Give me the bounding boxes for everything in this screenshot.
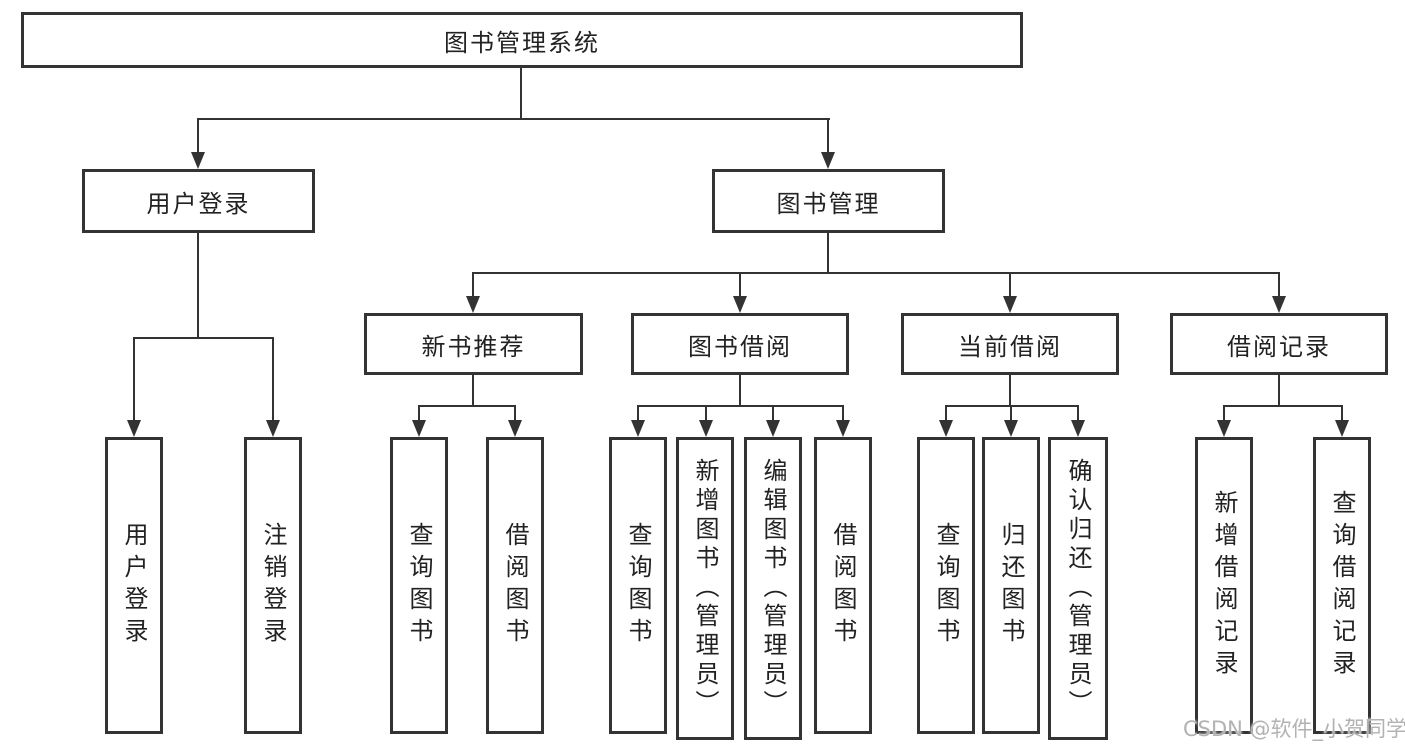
node-current-borrow: 当前借阅 [901, 313, 1119, 375]
arrow-down-icon [266, 420, 280, 437]
connector-line [739, 375, 741, 406]
arrow-down-icon [127, 420, 141, 437]
node-user-login: 用户登录 [82, 169, 315, 233]
connector-line [1010, 405, 1012, 422]
arrow-down-icon [1003, 296, 1017, 313]
connector-line [1278, 272, 1280, 298]
leaf-query-borrow-record-label: 查询借阅记录 [1328, 489, 1356, 682]
leaf-edit-books-admin: 编辑图书（管理员） [744, 437, 802, 740]
connector-line [945, 405, 1079, 407]
arrow-down-icon [1004, 420, 1018, 437]
connector-line [637, 405, 639, 422]
connector-line [472, 272, 474, 298]
leaf-query-books-1-label: 查询图书 [405, 521, 433, 650]
connector-line [197, 233, 199, 337]
node-book-management-label: 图书管理 [776, 189, 881, 218]
leaf-borrow-books-1-label: 借阅图书 [501, 521, 529, 650]
arrow-down-icon [699, 420, 713, 437]
connector-line [272, 337, 274, 422]
arrow-down-icon [191, 152, 205, 169]
arrow-down-icon [631, 420, 645, 437]
connector-line [418, 405, 420, 422]
connector-line [197, 118, 830, 120]
connector-line [472, 375, 474, 406]
node-book-management: 图书管理 [712, 169, 945, 233]
connector-line [197, 118, 199, 154]
connector-line [1341, 405, 1343, 422]
arrow-down-icon [836, 420, 850, 437]
leaf-logout-label: 注销登录 [259, 521, 287, 650]
connector-line [772, 405, 774, 422]
connector-line [520, 68, 522, 118]
node-borrow-records-label: 借阅记录 [1227, 332, 1331, 361]
connector-line [637, 405, 844, 407]
leaf-add-borrow-record-label: 新增借阅记录 [1210, 489, 1238, 682]
node-book-borrow-label: 图书借阅 [688, 332, 792, 361]
leaf-user-login: 用户登录 [105, 437, 163, 734]
connector-line [1077, 405, 1079, 422]
arrow-down-icon [821, 152, 835, 169]
leaf-query-books-2-label: 查询图书 [624, 521, 652, 650]
watermark: CSDN @软件_小贺同学 [1183, 717, 1405, 741]
leaf-query-borrow-record: 查询借阅记录 [1313, 437, 1371, 734]
arrow-down-icon [466, 296, 480, 313]
node-current-borrow-label: 当前借阅 [958, 332, 1062, 361]
leaf-query-books-3-label: 查询图书 [932, 521, 960, 650]
connector-line [1223, 405, 1225, 422]
node-new-book-recommend-label: 新书推荐 [421, 332, 526, 361]
connector-line [827, 118, 829, 154]
arrow-down-icon [939, 420, 953, 437]
leaf-borrow-books-1: 借阅图书 [486, 437, 544, 734]
node-book-borrow: 图书借阅 [631, 313, 849, 375]
arrow-down-icon [1217, 420, 1231, 437]
arrow-down-icon [733, 296, 747, 313]
node-user-login-label: 用户登录 [146, 189, 251, 218]
leaf-query-books-1: 查询图书 [390, 437, 448, 734]
connector-line [739, 272, 741, 298]
node-new-book-recommend: 新书推荐 [364, 313, 583, 375]
arrow-down-icon [508, 420, 522, 437]
connector-line [1278, 375, 1280, 406]
node-borrow-records: 借阅记录 [1170, 313, 1388, 375]
leaf-borrow-books-2: 借阅图书 [814, 437, 872, 734]
connector-line [827, 233, 829, 274]
leaf-add-borrow-record: 新增借阅记录 [1195, 437, 1253, 734]
leaf-query-books-2: 查询图书 [609, 437, 667, 734]
leaf-logout: 注销登录 [244, 437, 302, 734]
connector-line [472, 272, 1280, 274]
leaf-user-login-label: 用户登录 [120, 521, 148, 650]
arrow-down-icon [1335, 420, 1349, 437]
node-root: 图书管理系统 [21, 12, 1023, 68]
connector-line [705, 405, 707, 422]
leaf-add-books-admin-label: 新增图书（管理员） [691, 458, 719, 719]
connector-line [945, 405, 947, 422]
connector-line [133, 337, 274, 339]
leaf-add-books-admin: 新增图书（管理员） [676, 437, 734, 740]
connector-line [1223, 405, 1343, 407]
connector-line [1009, 375, 1011, 406]
arrow-down-icon [1071, 420, 1085, 437]
connector-line [133, 337, 135, 422]
connector-line [418, 405, 516, 407]
leaf-return-books-label: 归还图书 [997, 521, 1025, 650]
arrow-down-icon [766, 420, 780, 437]
arrow-down-icon [412, 420, 426, 437]
connector-line [1009, 272, 1011, 298]
connector-line [842, 405, 844, 422]
arrow-down-icon [1272, 296, 1286, 313]
leaf-edit-books-admin-label: 编辑图书（管理员） [759, 458, 787, 719]
leaf-return-books: 归还图书 [982, 437, 1040, 734]
connector-line [514, 405, 516, 422]
leaf-borrow-books-2-label: 借阅图书 [829, 521, 857, 650]
leaf-confirm-return-admin-label: 确认归还（管理员） [1064, 458, 1092, 719]
leaf-query-books-3: 查询图书 [917, 437, 975, 734]
leaf-confirm-return-admin: 确认归还（管理员） [1048, 437, 1108, 740]
node-root-label: 图书管理系统 [444, 28, 600, 57]
